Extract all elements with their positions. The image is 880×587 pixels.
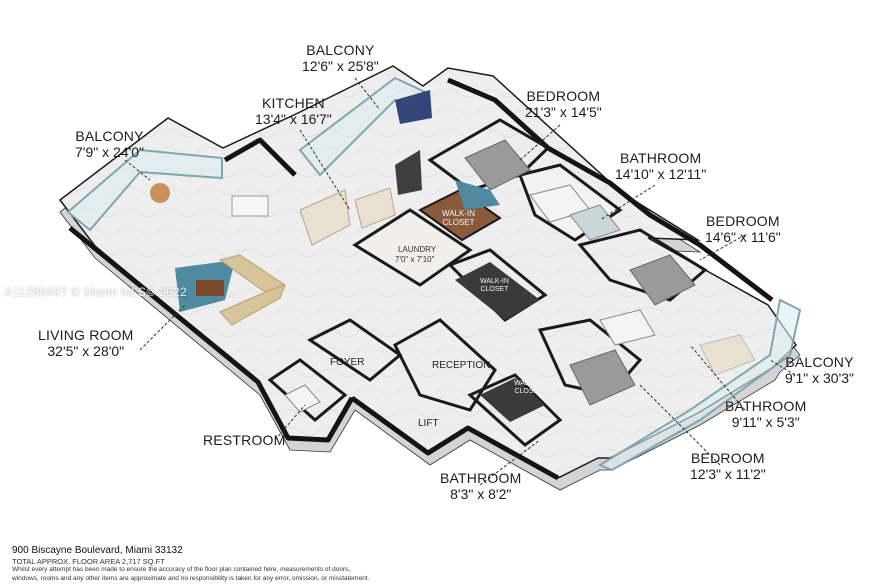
- label-walk-in-closet-1: WALK-IN CLOSET: [442, 209, 476, 227]
- footer: 900 Biscayne Boulevard, Miami 33132 TOTA…: [12, 545, 872, 583]
- label-bathroom-right: BATHROOM 9'11" x 5'3": [725, 398, 806, 430]
- room-name: BATHROOM: [619, 150, 702, 166]
- room-name: BALCONY: [306, 42, 375, 58]
- room-name: BEDROOM: [706, 213, 780, 229]
- room-dim: 14'10" x 12'11": [615, 166, 707, 183]
- kitchen-furniture: [299, 150, 422, 246]
- label-walk-in-closet-3: WALK-IN CLOSET: [514, 380, 543, 395]
- living-room-furniture: [150, 183, 287, 326]
- room-dim: 13'4" x 16'7": [255, 111, 332, 128]
- label-balcony-right: BALCONY 9'1" x 30'3": [785, 354, 854, 386]
- label-kitchen: KITCHEN 13'4" x 16'7": [255, 95, 332, 127]
- room-name: BALCONY: [75, 128, 144, 144]
- walk-in-closet-floor: [418, 188, 502, 242]
- property-address: 900 Biscayne Boulevard, Miami 33132: [12, 545, 183, 556]
- label-bedroom-top: BEDROOM 21'3" x 14'5": [525, 88, 602, 120]
- room-dim: 7'9" x 24'0": [75, 144, 144, 161]
- leader-lines: [124, 77, 796, 486]
- room-name: KITCHEN: [261, 95, 325, 111]
- room-name: LIVING ROOM: [38, 327, 134, 343]
- label-laundry-dim: 7'0" x 7'10": [395, 255, 435, 264]
- walk-in-closet-3-floor: [480, 378, 545, 422]
- label-bathroom-top: BATHROOM 14'10" x 12'11": [615, 150, 706, 182]
- label-reception: RECEPTION: [432, 360, 491, 371]
- room-dim: 12'3" x 11'2": [690, 466, 766, 483]
- bed-furniture: [395, 90, 756, 406]
- room-dim: 21'3" x 14'5": [525, 104, 602, 121]
- label-balcony-top: BALCONY 12'6" x 25'8": [302, 42, 379, 74]
- room-name: BALCONY: [785, 354, 854, 370]
- room-name: RESTROOM: [203, 432, 286, 448]
- label-restroom: RESTROOM: [203, 432, 286, 448]
- disclaimer-line-1: Whilst every attempt has been made to en…: [12, 566, 351, 574]
- glazing: [66, 76, 802, 472]
- label-laundry: LAUNDRY: [398, 245, 437, 254]
- label-bedroom-bottom: BEDROOM 12'3" x 11'2": [690, 450, 766, 482]
- disclaimer-line-2: windows, rooms and any other items are a…: [12, 574, 370, 582]
- floor-area: TOTAL APPROX. FLOOR AREA 2,717 SQ.FT: [12, 557, 165, 566]
- room-dim: 32'5" x 28'0": [47, 343, 125, 360]
- room-dim: 12'6" x 25'8": [302, 58, 379, 75]
- room-dim: 9'1" x 30'3": [785, 370, 854, 387]
- room-name: BATHROOM: [725, 398, 807, 414]
- room-dim: 9'11" x 5'3": [731, 414, 800, 431]
- label-balcony-left: BALCONY 7'9" x 24'0": [75, 128, 144, 160]
- room-name: BATHROOM: [440, 470, 522, 486]
- walk-in-closet-2-floor: [455, 262, 540, 320]
- room-dim: 14'6" x 11'6": [705, 229, 781, 246]
- label-bedroom-right: BEDROOM 14'6" x 11'6": [705, 213, 781, 245]
- label-foyer: FOYER: [330, 357, 365, 368]
- room-dim: 8'3" x 8'2": [450, 486, 512, 503]
- outer-walls: [68, 77, 774, 481]
- room-name: BEDROOM: [526, 88, 601, 104]
- mls-watermark: A11288497 © Miami MLS© 2022: [4, 285, 187, 299]
- label-bathroom-bottom: BATHROOM 8'3" x 8'2": [440, 470, 521, 502]
- bathroom-fixtures: [284, 184, 656, 413]
- label-walk-in-closet-2: WALK-IN CLOSET: [480, 278, 509, 293]
- label-lift: LIFT: [418, 418, 439, 429]
- label-living-room: LIVING ROOM 32'5" x 28'0": [38, 327, 134, 359]
- room-name: BEDROOM: [691, 450, 765, 466]
